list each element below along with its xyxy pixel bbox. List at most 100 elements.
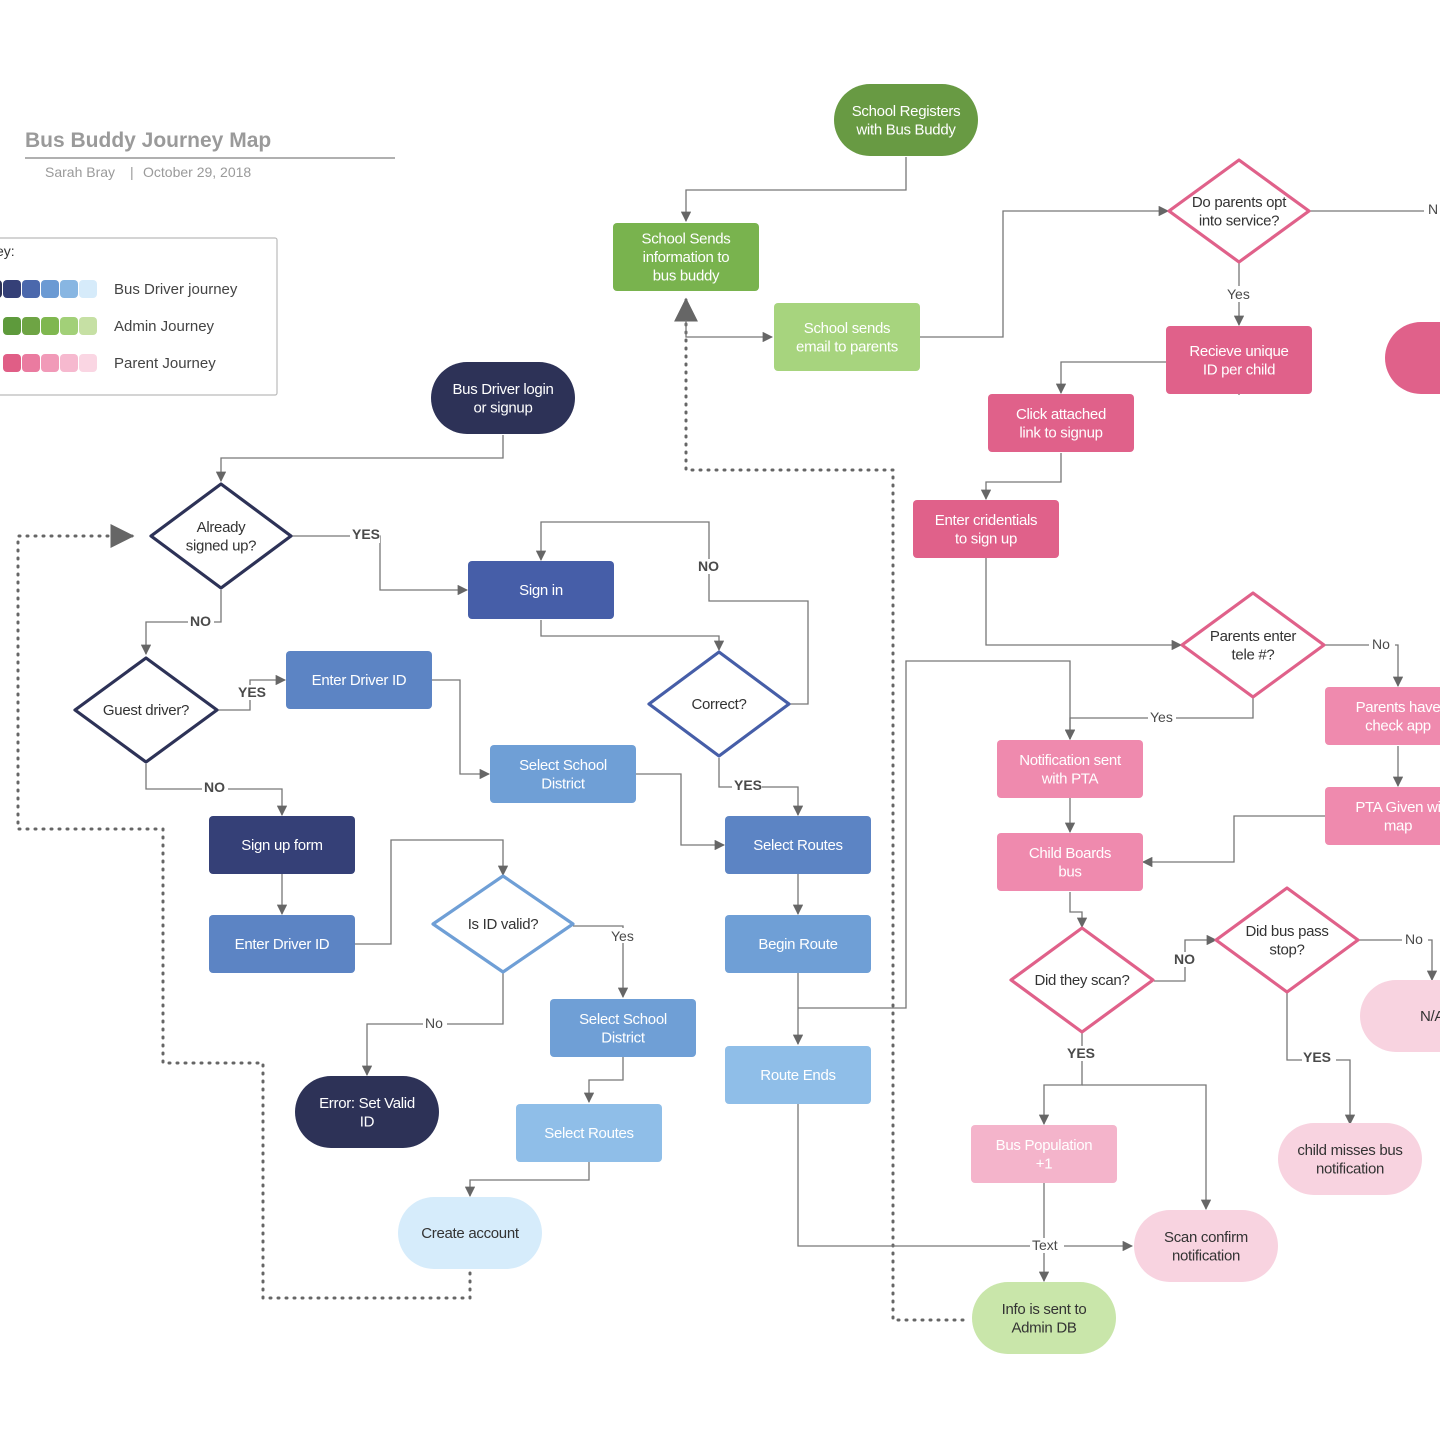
- label-scan-no: NO: [1174, 951, 1195, 967]
- dotted-loop-admin: [674, 297, 972, 1322]
- node-label: Create account: [421, 1225, 520, 1242]
- edge-login-to-already: [215, 435, 504, 483]
- node-shape: [997, 740, 1143, 798]
- node-guest-driver[interactable]: Guest driver?: [73, 656, 219, 764]
- node-shape: [209, 816, 355, 874]
- node-label: School Sends: [642, 231, 731, 248]
- label-already-yes: YES: [352, 526, 380, 542]
- node-label: tele #?: [1232, 646, 1275, 663]
- node-create-account[interactable]: Create account: [398, 1197, 542, 1269]
- edge-begin-to-notif: [798, 660, 1076, 1009]
- node-label: email to parents: [796, 338, 898, 355]
- node-bus-population[interactable]: Bus Population+1: [971, 1125, 1117, 1183]
- node-shape: [431, 874, 575, 974]
- node-select-routes-main[interactable]: Select Routes: [725, 816, 871, 874]
- legend-swatch: [0, 280, 2, 298]
- node-shape: [725, 1046, 871, 1104]
- edge-pta-to-child: [1141, 815, 1326, 868]
- node-label: PTA Given wi: [1355, 799, 1440, 816]
- node-select-routes-bottom[interactable]: Select Routes: [516, 1104, 662, 1162]
- node-label: Begin Route: [758, 936, 837, 953]
- legend-swatch: [60, 280, 78, 298]
- legend-swatch: [60, 317, 78, 335]
- node-label: +1: [1036, 1155, 1053, 1172]
- edge-tele-no: [1325, 644, 1404, 688]
- node-shape: [431, 362, 575, 434]
- node-label: Error: Set Valid: [319, 1095, 415, 1112]
- legend-title: ey:: [0, 243, 15, 259]
- edge-signin-to-correct: [540, 620, 725, 652]
- node-label: with PTA: [1041, 770, 1099, 787]
- edge-register-to-info: [680, 157, 907, 223]
- node-label: child misses bus: [1297, 1142, 1402, 1159]
- edge-scan-yes-right: [1082, 1084, 1212, 1211]
- node-signup-form[interactable]: Sign up form: [209, 816, 355, 874]
- edge-email-to-optin: [920, 205, 1170, 338]
- node-label: Bus Population: [996, 1137, 1093, 1154]
- node-route-ends[interactable]: Route Ends: [725, 1046, 871, 1104]
- node-label: notification: [1316, 1160, 1384, 1177]
- node-enter-driver-id-bottom[interactable]: Enter Driver ID: [209, 915, 355, 973]
- node-parent-pill-right[interactable]: [1385, 322, 1440, 394]
- node-label: information to: [643, 249, 730, 266]
- edge-cred-to-tele: [985, 558, 1183, 651]
- label-valid-yes: Yes: [611, 928, 634, 944]
- node-shape: [1325, 787, 1440, 845]
- node-label: Enter Driver ID: [235, 936, 330, 953]
- node-correct[interactable]: Correct?: [647, 650, 791, 758]
- edge-child-to-scan: [1069, 892, 1088, 929]
- node-shape: [1009, 926, 1155, 1034]
- node-shape: [209, 915, 355, 973]
- edge-route-ends-to-scan: [797, 1104, 1134, 1252]
- header: Bus Buddy Journey Map Sarah Bray | Octob…: [25, 129, 395, 180]
- node-did-they-scan[interactable]: Did they scan?: [1009, 926, 1155, 1034]
- node-label: bus: [1058, 863, 1081, 880]
- node-shape: [1134, 1210, 1278, 1282]
- label-guest-yes: YES: [238, 684, 266, 700]
- node-label: to sign up: [955, 530, 1017, 547]
- node-na[interactable]: N/A: [1360, 980, 1440, 1052]
- node-enter-driver-id-top[interactable]: Enter Driver ID: [286, 651, 432, 709]
- edge-labels: N Yes YES NO NO YES YES NO Yes No No Yes…: [188, 201, 1440, 1253]
- node-sign-in[interactable]: Sign in: [468, 561, 614, 619]
- node-is-id-valid[interactable]: Is ID valid?: [431, 874, 575, 974]
- node-shape: [613, 223, 759, 291]
- legend-label: Parent Journey: [114, 355, 216, 372]
- label-text: Text: [1032, 1237, 1058, 1253]
- legend-swatch: [3, 280, 21, 298]
- node-shape: [286, 651, 432, 709]
- legend-label: Bus Driver journey: [114, 281, 238, 298]
- node-begin-route[interactable]: Begin Route: [725, 915, 871, 973]
- node-label: N/A: [1420, 1008, 1440, 1025]
- legend-swatch: [79, 280, 97, 298]
- node-label: Notification sent: [1019, 752, 1122, 769]
- node-label: School sends: [804, 320, 890, 337]
- node-label: District: [601, 1029, 646, 1046]
- node-label: District: [541, 775, 586, 792]
- legend-label: Admin Journey: [114, 318, 215, 335]
- label-pass-yes: YES: [1303, 1049, 1331, 1065]
